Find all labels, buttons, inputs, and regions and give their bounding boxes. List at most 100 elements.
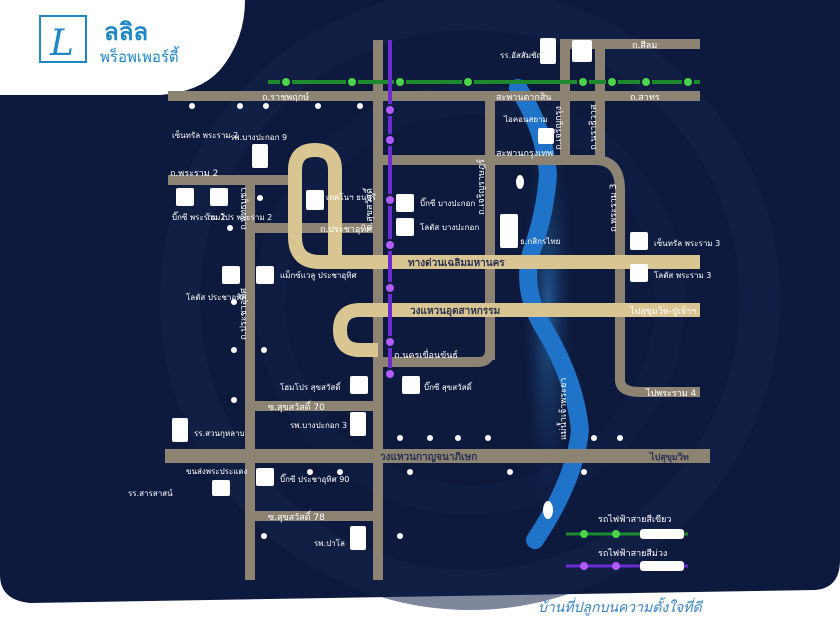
label-bangpakok9: รพ.บางปะกอก 9 (230, 133, 287, 142)
building-icon (256, 468, 274, 486)
legend-green-train (640, 529, 684, 539)
green-station (462, 76, 474, 88)
mrt-purple-line (384, 40, 396, 380)
purple-station (384, 134, 396, 146)
tree-icon (231, 397, 237, 403)
label-sukhumvit-v: ถ.สุขสวัสดิ์ (362, 187, 375, 230)
purple-station (384, 282, 396, 294)
label-saphan-krungthep: สะพานกรุงเทพ (496, 149, 553, 159)
label-ruamsuan: รร.สวนกุหลาบ (194, 429, 245, 438)
tree-icon (231, 347, 237, 353)
green-station (280, 76, 292, 88)
road-network (165, 39, 710, 580)
building-icon (256, 266, 274, 284)
building-icon (540, 38, 556, 64)
tree-icon (407, 469, 413, 475)
label-homepro-rama2: โฮมโปร พระราม 2 (206, 212, 272, 222)
label-charoen-rat: ถ.เจริญราษฎร์ (475, 159, 487, 215)
building-icon (212, 480, 230, 496)
building-icon (630, 232, 648, 250)
purple-station (384, 336, 396, 348)
tree-icon (357, 103, 363, 109)
legend-green-dot (612, 530, 620, 538)
label-soi-78: ซ.สุขสวัสดิ์ 78 (268, 510, 325, 523)
label-kanchanaphisek: วงแหวนกาญจนาภิเษก (380, 451, 477, 463)
expressway-network (288, 142, 700, 357)
label-prachauthit-v: ถ.ประชาอุทิศ (238, 288, 249, 340)
label-bangpakok3: รพ.บางปะกอก 3 (290, 421, 347, 430)
tree-icon (427, 435, 433, 441)
label-industrial-ring: วงแหวนอุตสาหกรรม (410, 306, 500, 317)
legend-purple-label: รถไฟฟ้าสายสีม่วง (598, 548, 667, 559)
label-rama3: ถ.พระราม 3 (609, 184, 619, 232)
green-station (394, 76, 406, 88)
building-icon (222, 266, 240, 284)
tree-icon (581, 469, 587, 475)
label-technic-thonburi: เทคโนฯ ธนบุรี (326, 192, 377, 202)
tree-icon (507, 469, 513, 475)
label-chalerm-maha-nakhon: ทางด่วนเฉลิมมหานคร (408, 257, 505, 269)
tree-icon (231, 299, 237, 305)
legend-green-label: รถไฟฟ้าสายสีเขียว (598, 514, 671, 525)
label-sathorn: ถ.สาทร (630, 93, 660, 103)
label-bigc-bangpakok: บิ๊กซี บางปะกอก (420, 197, 475, 208)
building-icon (210, 188, 228, 206)
label-bigc-prachauthit90: บิ๊กซี ประชาอุทิศ 90 (280, 473, 349, 484)
label-rama2: ถ.พระราม 2 (170, 169, 218, 179)
tree-icon (263, 103, 269, 109)
building-icon (500, 214, 518, 248)
green-station (346, 76, 358, 88)
label-ramsarasas: รร.สารสาสน์ (128, 488, 173, 498)
purple-station (384, 239, 396, 251)
purple-station (384, 194, 396, 206)
legend: รถไฟฟ้าสายสีเขียว รถไฟฟ้าสายสีม่วง (566, 514, 688, 571)
tree-icon (227, 225, 233, 231)
boat-icon (516, 175, 524, 189)
label-to-rama4: ไปพระราม 4 (645, 388, 697, 399)
label-prachauthit-h: ถ.ประชาอุทิศ (320, 224, 372, 235)
building-icon (172, 418, 188, 442)
green-station (577, 76, 589, 88)
tree-icon (257, 195, 263, 201)
building-icon (630, 264, 648, 282)
tree-icon (261, 347, 267, 353)
building-icon (538, 128, 554, 144)
label-lotus-rama3: โลตัส พระราม 3 (654, 270, 711, 280)
label-lotus-prachauthit: โลตัส ประชาอุทิศ (186, 292, 247, 302)
map-halo (160, 0, 780, 610)
label-khonsong: ขนส่งพระประแดง (186, 467, 248, 476)
road-rama3 (594, 155, 700, 397)
legend-purple-dot (612, 562, 620, 570)
building-icon (402, 376, 420, 394)
brand-subtitle: พร็อพเพอร์ตี้ (100, 46, 180, 66)
tagline: บ้านที่ปลูกบนความตั้งใจที่ดี (538, 597, 704, 616)
building-icon (350, 526, 366, 550)
boat-icon (543, 501, 553, 519)
green-station (606, 76, 618, 88)
label-ktb: ธ.กสิกรไทย (520, 237, 560, 246)
brand-logo: L ลลิล พร็อพเพอร์ตี้ (39, 15, 180, 66)
tree-icon (189, 103, 195, 109)
label-bigc-suksawat: บิ๊กซี สุขสวัสดิ์ (424, 381, 473, 392)
label-central-rama2: เซ็นทรัล พระราม 2 (172, 130, 238, 140)
building-icon (572, 40, 592, 62)
purple-station (384, 104, 396, 116)
green-station (640, 76, 652, 88)
tree-icon (315, 103, 321, 109)
tree-icon (307, 469, 313, 475)
tree-icon (455, 435, 461, 441)
label-ratchaphruek: ถ.ราชพฤกษ์ (262, 91, 309, 103)
building-icon (176, 188, 194, 206)
tree-icon (237, 103, 243, 109)
map-background (0, 0, 840, 603)
label-charoen-krung: ถ.เจริญกรุง (553, 106, 564, 150)
label-central-rama3: เซ็นทรัล พระราม 3 (654, 238, 720, 248)
expressway-chalerm (288, 142, 700, 269)
label-silom: ถ.สีลม (632, 40, 657, 51)
boat-icons (516, 175, 553, 519)
label-bangphli-hosp: รพ.ปาโล (314, 538, 345, 548)
purple-station (384, 368, 396, 380)
building-icon (396, 218, 414, 236)
